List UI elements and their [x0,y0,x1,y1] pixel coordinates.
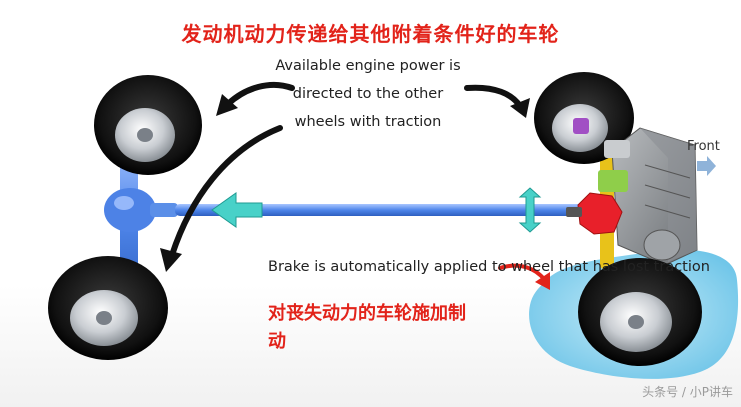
shaft-joint [518,187,542,233]
front-differential [577,192,623,235]
engine [598,127,698,266]
arrowhead-rear-right [160,248,182,272]
front-arrow-icon [697,156,716,176]
arrowhead-rear-left [216,94,238,116]
arrow-to-front-left [464,84,523,109]
rear-left-wheel [94,75,202,175]
engine-power-note: Available engine power is directed to th… [275,58,461,130]
brake-note-chinese: 对丧失动力的车轮施加制动 [268,303,466,352]
rear-right-wheel [48,256,168,360]
arrow-to-rear-right [169,125,283,258]
brake-note: Brake is automatically applied to wheel … [268,259,710,275]
driveshaft [175,204,585,216]
power-flow-arrow [211,192,263,228]
front-right-wheel [578,258,702,366]
arrow-to-rear-left [225,81,295,107]
rear-differential [104,188,156,232]
chinese-title: 发动机动力传递给其他附着条件好的车轮 [181,22,560,46]
arrowhead-front-left [510,98,530,118]
front-label: Front [687,139,720,154]
brake-arrowhead [535,272,550,290]
watermark: 头条号 / 小P讲车 [642,385,733,399]
